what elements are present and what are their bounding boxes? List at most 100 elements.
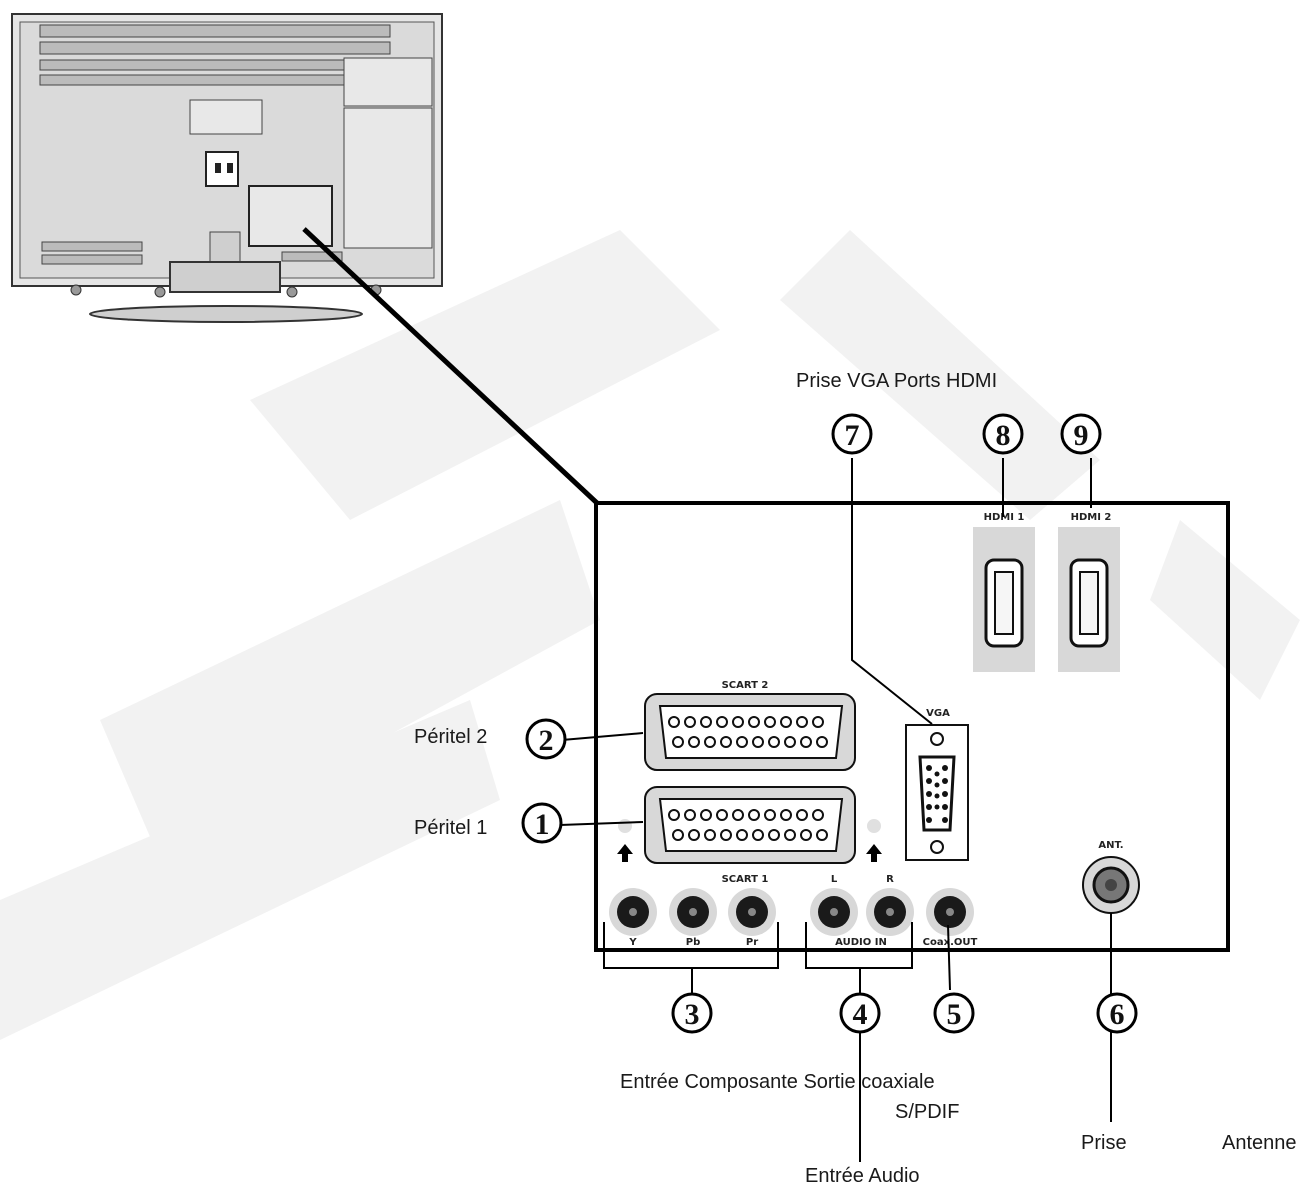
hdmi1-port: HDMI 1 <box>973 512 1035 672</box>
svg-text:8: 8 <box>996 419 1011 452</box>
svg-text:2: 2 <box>539 724 554 757</box>
scart-pin <box>784 736 796 748</box>
antenna-port: ANT. <box>1082 840 1140 914</box>
scart-pin <box>704 829 716 841</box>
scart-pin <box>812 809 824 821</box>
ant-label: ANT. <box>1098 840 1123 851</box>
vga-pin <box>926 778 932 784</box>
scart-pin <box>704 736 716 748</box>
vga-pin <box>926 791 932 797</box>
scart-pin <box>732 809 744 821</box>
svg-text:3: 3 <box>685 998 700 1031</box>
scart-pin <box>784 829 796 841</box>
rca-jack-center <box>946 908 954 916</box>
scart-pin <box>736 829 748 841</box>
zoom-leader-line <box>302 227 599 505</box>
hdmi2-port: HDMI 2 <box>1058 512 1120 672</box>
coax-out-label: Coax.OUT <box>923 937 978 948</box>
label-peritel1: Péritel 1 <box>414 817 487 839</box>
watermark <box>0 230 1300 1040</box>
label-antenne: Antenne <box>1222 1132 1297 1154</box>
scart-pin <box>672 829 684 841</box>
scart-pin <box>720 829 732 841</box>
scart-pin <box>816 829 828 841</box>
vga-pin <box>942 765 948 771</box>
rca-jack-center <box>886 908 894 916</box>
label-composante-coaxiale: Entrée Composante Sortie coaxiale <box>620 1071 935 1093</box>
scart-pin <box>768 829 780 841</box>
scart-pin <box>668 809 680 821</box>
scart-pin <box>796 809 808 821</box>
y-label: Y <box>628 937 637 948</box>
scart-pin <box>748 716 760 728</box>
audio-r-label: R <box>886 874 894 885</box>
vga-pin <box>934 782 940 788</box>
scart-pin <box>800 829 812 841</box>
callout-2: 2 <box>525 718 567 760</box>
scart-pin <box>752 829 764 841</box>
vga-pin <box>934 771 940 777</box>
scart-pin <box>688 736 700 748</box>
svg-text:7: 7 <box>845 419 860 452</box>
indicator-led-right <box>867 819 881 833</box>
scart-pin <box>684 716 696 728</box>
scart-pin <box>672 736 684 748</box>
scart-pin <box>768 736 780 748</box>
rca-jack-center <box>830 908 838 916</box>
callout-5: 5 <box>933 992 975 1034</box>
vga-pin <box>942 778 948 784</box>
callout-8: 8 <box>982 413 1024 455</box>
svg-text:5: 5 <box>947 998 962 1031</box>
scart-pin <box>720 736 732 748</box>
scart-pin <box>732 716 744 728</box>
scart-pin <box>752 736 764 748</box>
vga-pin <box>926 817 932 823</box>
scart-pin <box>668 716 680 728</box>
arrow-up-icon <box>866 844 882 862</box>
label-peritel2: Péritel 2 <box>414 726 487 748</box>
vga-port: VGA <box>905 708 969 861</box>
scart-pin <box>748 809 760 821</box>
svg-text:9: 9 <box>1074 419 1089 452</box>
vga-label: VGA <box>926 708 950 719</box>
hdmi1-label: HDMI 1 <box>984 512 1025 523</box>
scart-pin <box>800 736 812 748</box>
scart2-connector: SCART 2 <box>644 680 856 771</box>
scart-pin <box>700 809 712 821</box>
callout-4: 4 <box>839 992 881 1034</box>
vga-pin <box>934 804 940 810</box>
callout-markers: 7 8 9 2 1 3 4 5 6 <box>521 413 1138 1034</box>
indicator-led-left <box>618 819 632 833</box>
svg-text:1: 1 <box>535 808 550 841</box>
audio-l-label: L <box>831 874 838 885</box>
rca-jack-center <box>748 908 756 916</box>
vga-pin <box>942 791 948 797</box>
svg-text:6: 6 <box>1110 998 1125 1031</box>
scart-pin <box>700 716 712 728</box>
scart-pin <box>780 716 792 728</box>
scart-pin <box>688 829 700 841</box>
audio-in-label: AUDIO IN <box>835 937 887 948</box>
callout-1: 1 <box>521 802 563 844</box>
tv-back-illustration <box>11 13 443 323</box>
label-spdif: S/PDIF <box>895 1101 959 1123</box>
rca-jack-center <box>689 908 697 916</box>
vga-pin <box>926 765 932 771</box>
vga-pin <box>934 793 940 799</box>
rca-jacks: L R Y Pb Pr AUDIO IN Coax.OUT <box>609 874 977 948</box>
scart2-label: SCART 2 <box>722 680 769 691</box>
hdmi2-label: HDMI 2 <box>1071 512 1112 523</box>
pr-label: Pr <box>746 937 758 948</box>
callout-6: 6 <box>1096 992 1138 1034</box>
vga-pin <box>942 804 948 810</box>
pb-label: Pb <box>686 937 701 948</box>
callout-9: 9 <box>1060 413 1102 455</box>
scart-pin <box>796 716 808 728</box>
scart-pin <box>716 716 728 728</box>
scart-pin <box>684 809 696 821</box>
scart-pin <box>816 736 828 748</box>
vga-pin <box>942 817 948 823</box>
arrow-up-icon <box>617 844 633 862</box>
scart-pin <box>764 809 776 821</box>
